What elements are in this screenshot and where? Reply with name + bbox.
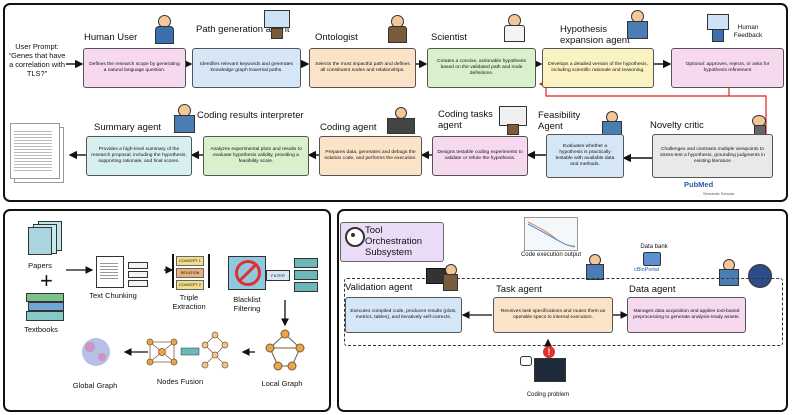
gear-icon xyxy=(345,227,365,247)
summary-agent-title: Summary agent xyxy=(94,122,162,133)
data-agent-box: Manages data acquisition and applies too… xyxy=(627,297,746,333)
triple-concept-1: CONCEPT 1 xyxy=(176,256,204,266)
triple-relation: RELATION xyxy=(176,268,204,278)
textbooks-icon xyxy=(26,293,64,321)
prompt-text: “Genes that have a correlation with TLS?… xyxy=(8,51,66,78)
prompt-label: User Prompt: xyxy=(15,42,59,51)
task-agent-box: Receives task specifications and routes … xyxy=(493,297,613,333)
global-graph-label: Global Graph xyxy=(72,381,118,390)
chunk-pieces xyxy=(128,262,148,287)
subsystem-boundary xyxy=(344,278,783,346)
path-generation-title: Path generation agent xyxy=(196,24,290,35)
human-user-figure xyxy=(150,12,178,44)
path-generation-box: Identifies relevant keywords and generat… xyxy=(192,48,301,88)
cbioportal-logo: cBioPortal xyxy=(634,267,660,273)
novelty-critic-title: Novelty critic xyxy=(650,120,704,131)
user-prompt: User Prompt: “Genes that have a correlat… xyxy=(8,42,66,102)
text-chunking-icon xyxy=(96,256,124,288)
coding-results-figure xyxy=(170,103,198,133)
feasibility-title: Feasibility Agent xyxy=(538,110,581,132)
analyst-figure xyxy=(713,258,743,286)
filtered-list-icon xyxy=(294,258,318,292)
novelty-critic-box: Challenges and contrasts multiple viewpo… xyxy=(652,134,773,178)
triple-concept-2: CONCEPT 2 xyxy=(176,280,204,290)
hypothesis-expansion-title: Hypothesis expansion agent xyxy=(560,24,630,46)
coding-agent-title: Coding agent xyxy=(320,122,377,133)
coding-tasks-figure xyxy=(497,104,529,135)
validation-agent-box: Executes compiled code, produces results… xyxy=(345,297,462,333)
coding-agent-box: Prepares data, generates and debugs the … xyxy=(319,136,422,176)
filter-tag: FILTER xyxy=(266,270,290,281)
scientist-box: Creates a concise, actionable hypothesis… xyxy=(427,48,536,88)
triple-bracket xyxy=(172,254,210,288)
ontologist-figure xyxy=(385,13,409,43)
data-bank-icon xyxy=(643,252,661,266)
coding-results-title: Coding results interpreter xyxy=(197,110,304,121)
blacklist-icon xyxy=(228,256,266,290)
human-feedback-title: Human Feedback xyxy=(733,24,763,39)
code-execution-plot xyxy=(524,217,578,251)
local-graph-label: Local Graph xyxy=(261,379,303,388)
blacklist-filtering-label: Blacklist Filtering xyxy=(233,295,261,313)
scientist-title: Scientist xyxy=(431,32,467,43)
report-document-icon xyxy=(8,121,68,183)
validation-agent-figure xyxy=(425,262,458,292)
coding-tasks-box: Designs testable coding experiments to v… xyxy=(432,136,528,176)
semantic-scholar-logo: Semantic Scholar xyxy=(703,191,735,196)
coding-agent-figure xyxy=(385,106,415,134)
papers-icon xyxy=(28,221,64,255)
triple-extraction-label: Triple Extraction xyxy=(172,293,206,311)
task-agent-title: Task agent xyxy=(496,284,542,295)
scientist-figure xyxy=(500,12,528,42)
globe-icon xyxy=(748,264,772,288)
ontologist-box: Selects the most impactful path and defi… xyxy=(309,48,416,88)
plus-sign: + xyxy=(40,268,53,293)
data-bank-label: Data bank xyxy=(640,244,668,250)
presenter-figure xyxy=(583,252,609,280)
plot-lines xyxy=(527,221,576,248)
data-agent-title: Data agent xyxy=(629,284,676,295)
nodes-fusion-label: Nodes Fusion xyxy=(156,377,204,386)
hypothesis-expansion-box: Develops a detailed version of the hypot… xyxy=(542,48,654,88)
path-generation-figure xyxy=(262,8,290,39)
feasibility-box: Evaluates whether a hypothesis is practi… xyxy=(546,134,624,178)
human-user-title: Human User xyxy=(84,32,138,43)
human-feedback-box: Optional: approves, rejects, or asks for… xyxy=(671,48,784,88)
coding-results-box: Analyzes experimental plots and results … xyxy=(203,136,309,176)
hypothesis-expansion-figure xyxy=(622,8,652,40)
tool-orchestration-title: Tool Orchestration Subsystem xyxy=(365,225,423,258)
coding-problem-icon: ! xyxy=(520,346,576,390)
text-chunking-label: Text Chunking xyxy=(89,291,137,300)
pubmed-logo: PubMed xyxy=(684,180,714,189)
summary-agent-box: Provides a high-level summary of the res… xyxy=(86,136,192,176)
human-feedback-figure xyxy=(705,12,729,42)
textbooks-label: Textbooks xyxy=(24,325,58,334)
code-execution-output-label: Code execution output xyxy=(520,252,582,258)
triple-items: CONCEPT 1 RELATION CONCEPT 2 xyxy=(176,256,204,290)
ontologist-title: Ontologist xyxy=(315,32,358,43)
validation-agent-title: Validation agent xyxy=(345,282,413,293)
human-user-box: Defines the research scope by generating… xyxy=(83,48,186,88)
coding-tasks-title: Coding tasks agent xyxy=(438,109,493,131)
papers-label: Papers xyxy=(28,261,52,270)
coding-problem-label: Coding problem xyxy=(526,392,570,398)
